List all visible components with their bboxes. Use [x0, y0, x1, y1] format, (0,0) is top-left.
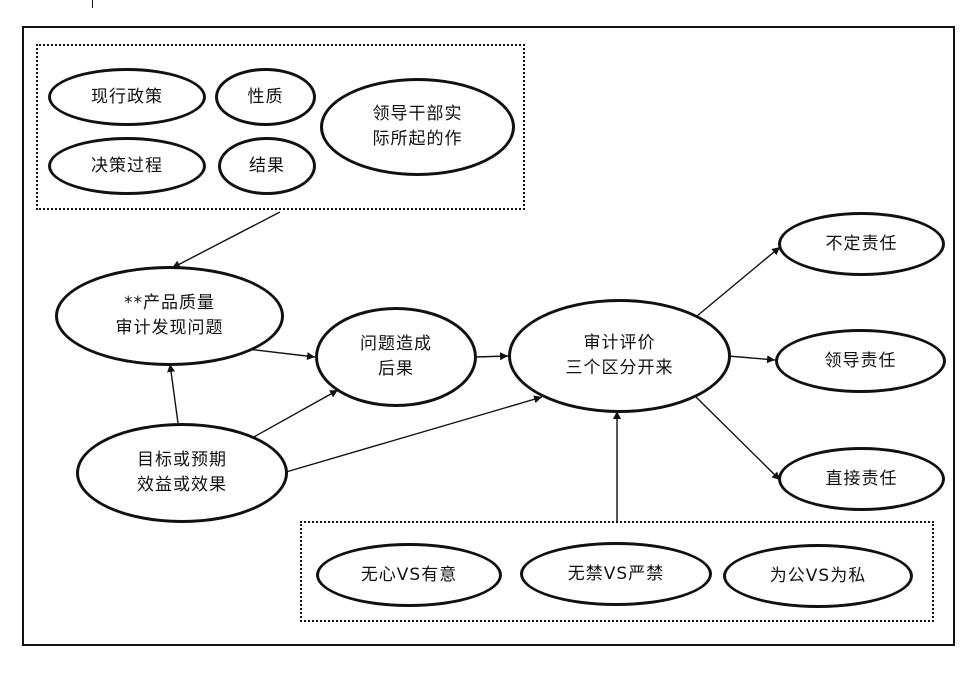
node-decision-process: 决策过程 — [48, 137, 206, 195]
node-target-benefit: 目标或预期 效益或效果 — [76, 423, 288, 523]
node-not-prohibited-vs-strictly-prohibited-label: 无禁VS严禁 — [567, 563, 665, 584]
node-result: 结果 — [218, 137, 316, 195]
node-nature-label: 性质 — [247, 86, 284, 107]
edge-target-to-consequence — [251, 389, 339, 439]
node-audit-evaluation: 审计评价 三个区分开来 — [508, 299, 731, 413]
node-leadership-responsibility-label: 领导责任 — [824, 350, 897, 371]
node-unintentional-vs-intentional-label: 无心VS有意 — [360, 564, 458, 585]
node-leader-role-label: 领导干部实 际所起的作 — [372, 104, 463, 149]
node-result-label: 结果 — [249, 155, 285, 176]
edge-target-to-audit-evaluation — [285, 395, 543, 473]
node-nature: 性质 — [215, 68, 316, 126]
node-product-quality-label: **产品质量 审计发现问题 — [115, 293, 224, 338]
edge-audit-to-leadership-responsibility — [727, 355, 776, 364]
node-no-responsibility: 不定责任 — [778, 212, 945, 276]
node-current-policy: 现行政策 — [48, 68, 206, 126]
node-target-benefit-label: 目标或预期 效益或效果 — [137, 450, 227, 495]
edge-consequence-to-audit-evaluation — [474, 352, 509, 361]
node-no-responsibility-label: 不定责任 — [825, 233, 898, 254]
node-problem-consequence: 问题造成 后果 — [315, 307, 477, 407]
distinctions-group-box — [300, 521, 934, 622]
node-decision-process-label: 决策过程 — [91, 155, 163, 176]
edge-factors-to-product-quality — [171, 211, 281, 269]
node-unintentional-vs-intentional: 无心VS有意 — [316, 543, 502, 607]
node-current-policy-label: 现行政策 — [91, 86, 163, 107]
text-cursor-mark — [92, 0, 93, 8]
node-public-vs-private-label: 为公VS为私 — [769, 565, 867, 586]
diagram-frame — [22, 26, 955, 646]
edge-audit-to-no-responsibility — [696, 246, 781, 317]
edge-audit-to-direct-responsibility — [695, 396, 781, 481]
node-audit-evaluation-label: 审计评价 三个区分开来 — [565, 333, 674, 378]
node-direct-responsibility: 直接责任 — [778, 447, 945, 511]
edge-product-quality-to-consequence — [246, 348, 316, 361]
node-public-vs-private: 为公VS为私 — [723, 544, 913, 608]
edge-target-to-product-quality — [167, 363, 179, 424]
node-not-prohibited-vs-strictly-prohibited: 无禁VS严禁 — [520, 542, 712, 606]
node-leader-role: 领导干部实 际所起的作 — [320, 78, 515, 176]
node-leadership-responsibility: 领导责任 — [775, 329, 946, 393]
node-product-quality: **产品质量 审计发现问题 — [55, 266, 284, 366]
factors-group-box — [36, 44, 525, 210]
node-problem-consequence-label: 问题造成 后果 — [360, 334, 432, 379]
node-direct-responsibility-label: 直接责任 — [825, 468, 898, 489]
